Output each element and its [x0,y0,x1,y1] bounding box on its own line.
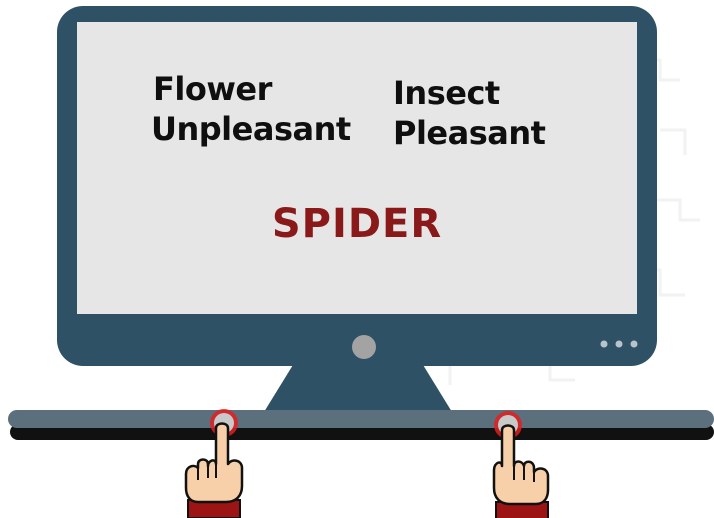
indicator-dot [601,341,608,348]
left-category-primary: Flower [153,70,272,108]
indicator-dot [631,341,638,348]
monitor-screen: Flower Unpleasant Insect Pleasant SPIDER [77,22,637,314]
power-button[interactable] [352,335,376,359]
indicator-dot [616,341,623,348]
stimulus-word: SPIDER [77,200,637,248]
left-category-secondary: Unpleasant [151,110,351,148]
right-category-primary: Insect [393,74,500,112]
right-category-secondary: Pleasant [393,114,545,152]
monitor-stand [264,360,452,412]
keyboard-bar [8,410,714,428]
